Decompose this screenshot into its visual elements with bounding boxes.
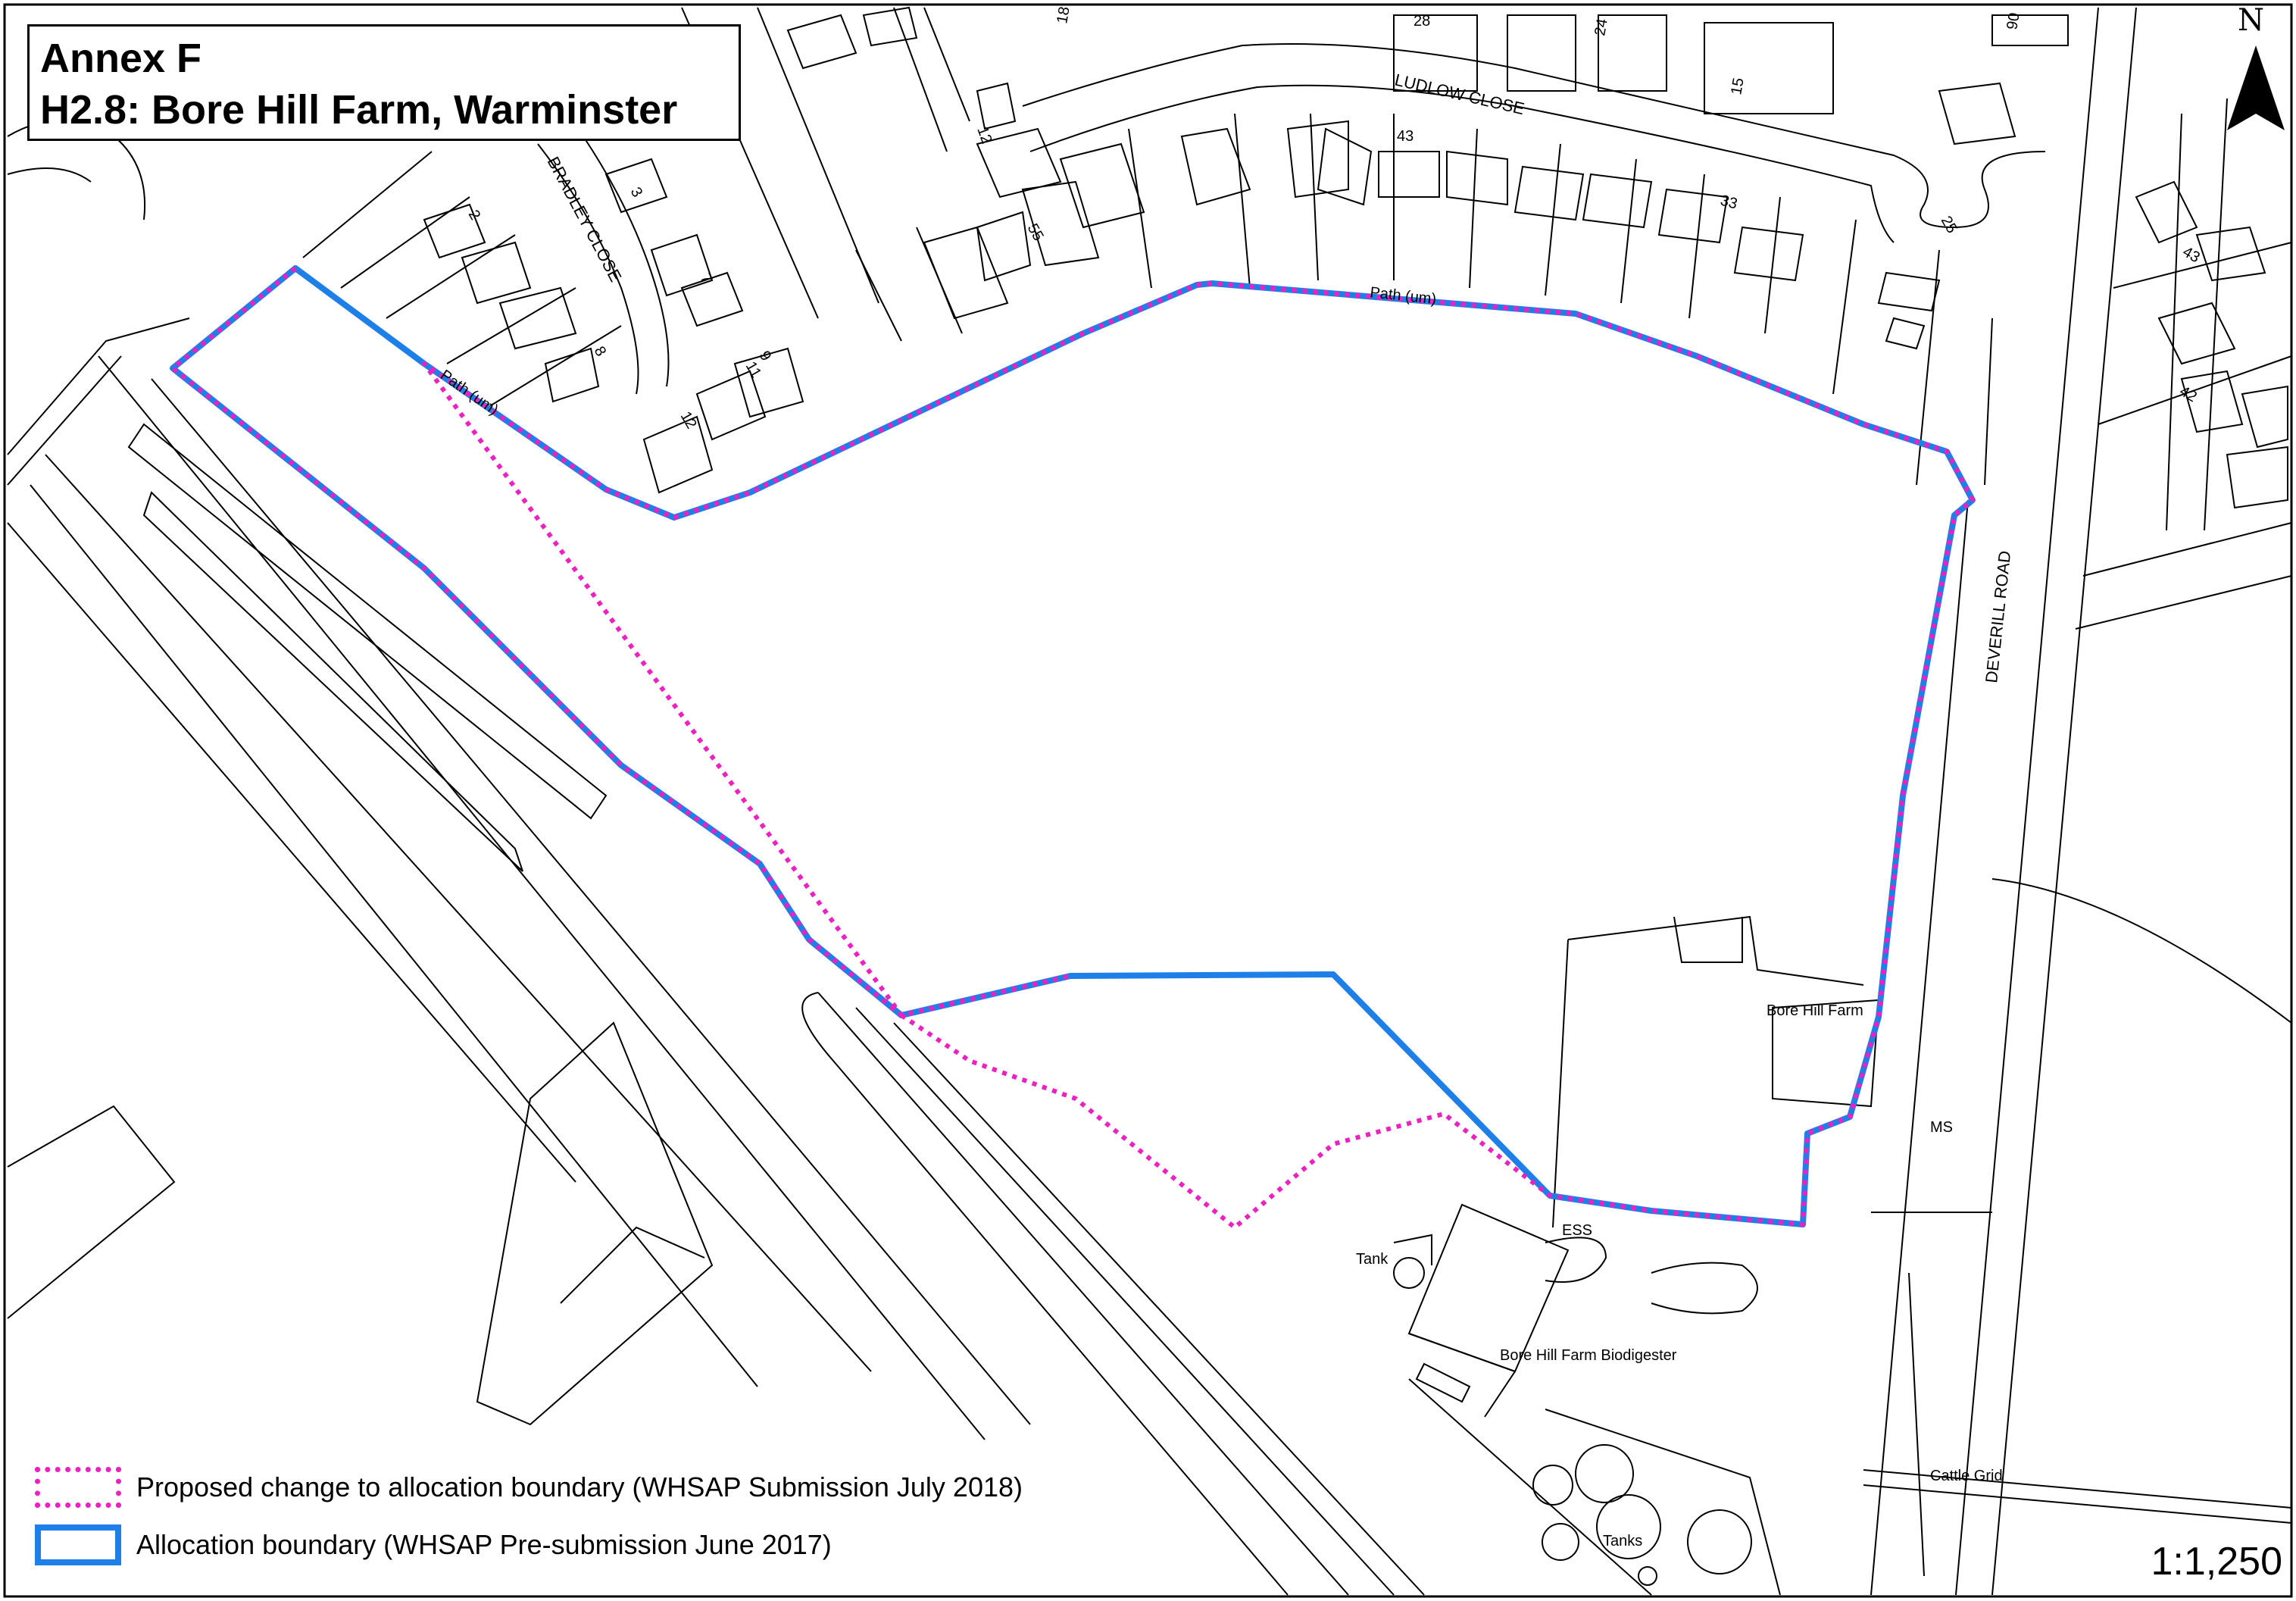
label-bore-hill-farm: Bore Hill Farm <box>1767 1002 1863 1019</box>
legend-item-proposed: Proposed change to allocation boundary (… <box>35 1459 1171 1516</box>
legend-label-proposed: Proposed change to allocation boundary (… <box>136 1471 1023 1503</box>
scale-label: 1:1,250 <box>2151 1540 2283 1584</box>
label-ludlow-close: LUDLOW CLOSE <box>1393 70 1526 119</box>
house-number: 42 <box>2177 383 2200 405</box>
label-ess: ESS <box>1562 1222 1592 1239</box>
title-annex: Annex F <box>40 36 202 81</box>
legend: Proposed change to allocation boundary (… <box>35 1459 1171 1574</box>
house-number: 90 <box>2004 11 2023 31</box>
house-number: 25 <box>1938 214 1960 236</box>
allocation-boundary-line <box>170 265 1976 1227</box>
legend-swatch-proposed <box>35 1467 121 1508</box>
house-number: 43 <box>2180 243 2203 266</box>
house-number: 3 <box>627 185 646 201</box>
legend-item-allocation: Allocation boundary (WHSAP Pre-submissio… <box>35 1516 1171 1574</box>
label-cattle-grid: Cattle Grid <box>1930 1468 2003 1484</box>
buildings <box>423 6 2292 630</box>
north-arrow-letter: N <box>2238 3 2264 38</box>
label-deverill-road: DEVERILL ROAD <box>1982 550 2014 684</box>
house-number: 15 <box>1728 77 1748 96</box>
label-bradley-close: BRADLEY CLOSE <box>544 154 626 285</box>
house-number: 8 <box>591 344 610 360</box>
label-tanks: Tanks <box>1603 1533 1642 1549</box>
map-frame <box>3 3 2293 1598</box>
house-number: 43 <box>1397 128 1414 145</box>
label-ms: MS <box>1930 1119 1953 1136</box>
north-arrow-icon <box>2227 45 2285 130</box>
label-path-west: Path (um) <box>437 367 501 418</box>
label-path-north: Path (um) <box>1369 284 1437 308</box>
house-number: 28 <box>1414 13 1430 30</box>
house-number: 33 <box>1719 192 1739 213</box>
house-number: 12 <box>677 409 700 432</box>
basemap-lines <box>7 7 2292 1596</box>
house-number: 24 <box>1592 17 1611 37</box>
label-biodigester: Bore Hill Farm Biodigester <box>1500 1347 1677 1364</box>
house-number: 18 <box>1054 5 1073 25</box>
house-number: 2 <box>465 208 484 224</box>
title-box: Annex F H2.8: Bore Hill Farm, Warminster <box>27 24 741 141</box>
proposed-boundary-line <box>170 266 1975 1230</box>
label-tank: Tank <box>1356 1251 1389 1268</box>
legend-label-allocation: Allocation boundary (WHSAP Pre-submissio… <box>136 1529 832 1560</box>
legend-swatch-allocation <box>35 1524 121 1565</box>
title-site: H2.8: Bore Hill Farm, Warminster <box>40 87 678 133</box>
